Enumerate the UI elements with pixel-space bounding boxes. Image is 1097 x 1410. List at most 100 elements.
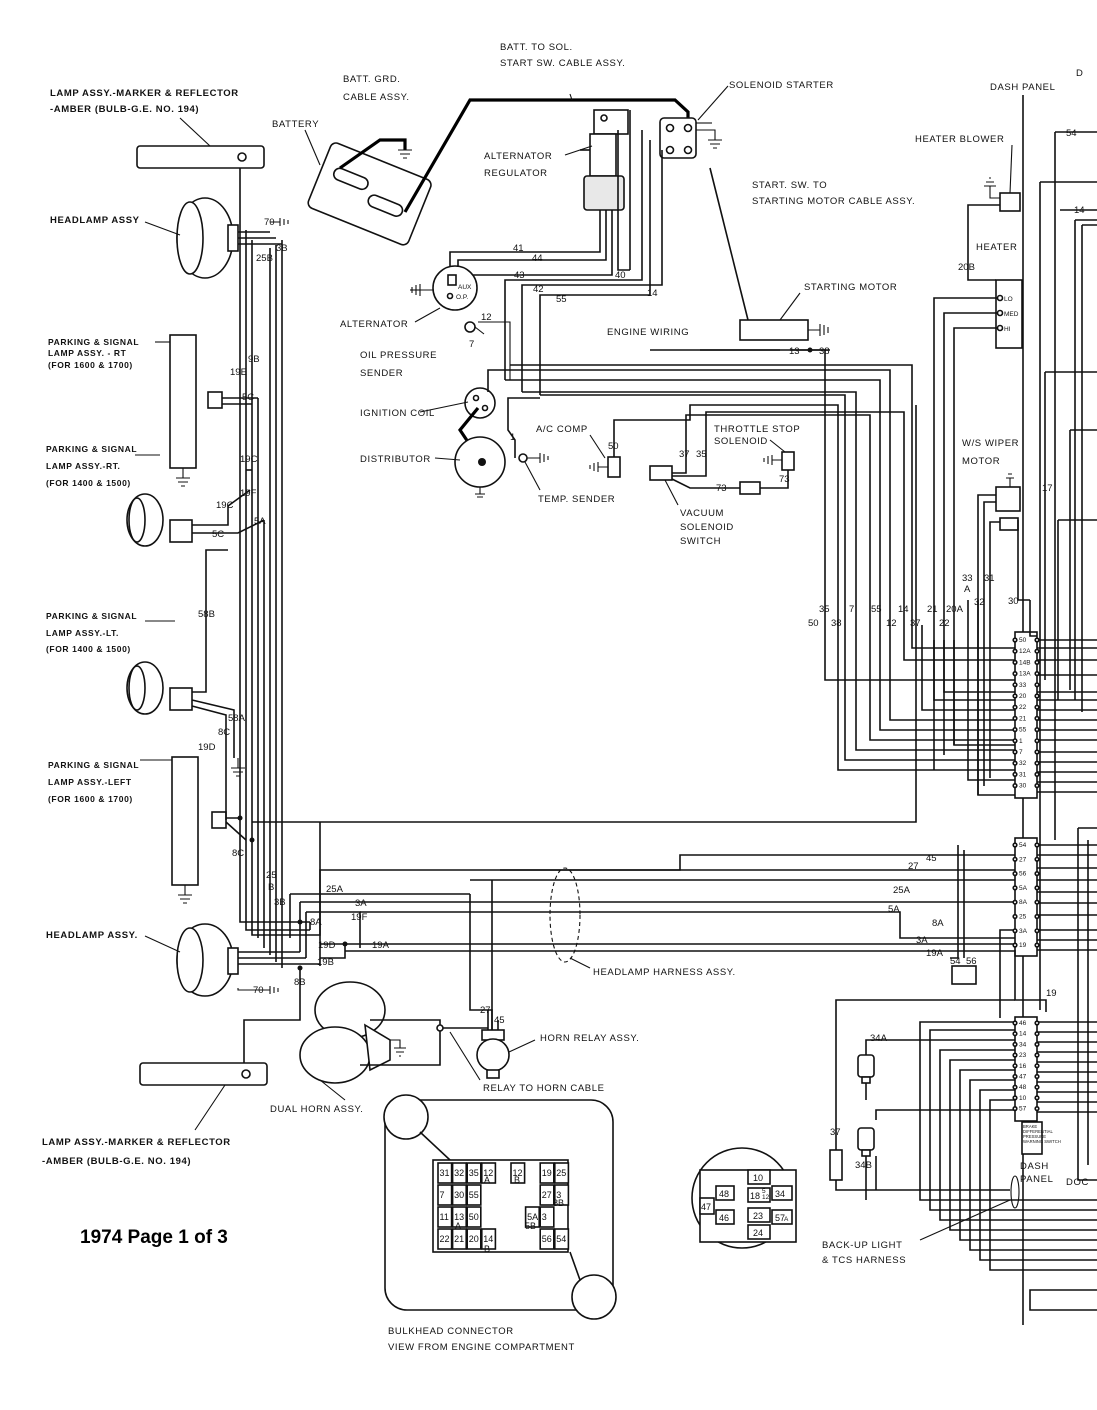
h-8a: 8A (932, 918, 944, 929)
pin-label: 22 (1019, 704, 1027, 711)
wire-31: 31 (984, 573, 995, 584)
label-battery: BATTERY (272, 119, 319, 130)
pin-dot (1012, 913, 1018, 920)
pin-label: 3A (1019, 928, 1028, 935)
dash-connector-b (1014, 837, 1038, 957)
col-14: 14 (898, 604, 909, 615)
wire-3b2: 3B (274, 897, 286, 908)
horn-section (299, 981, 536, 1101)
temp-sender (507, 397, 549, 463)
round-46: 46 (719, 1213, 729, 1223)
solenoid-starter (659, 117, 722, 159)
label-bulkhead-1: BULKHEAD CONNECTOR (388, 1326, 514, 1337)
pin-dot (1012, 693, 1018, 699)
h-19a: 19A (926, 948, 944, 959)
round-24: 24 (753, 1228, 763, 1238)
page-title: 1974 Page 1 of 3 (80, 1227, 228, 1248)
h-19: 19 (1046, 988, 1057, 999)
pin-label: 48 (1019, 1084, 1027, 1091)
col-37: 37 (910, 618, 921, 629)
pin-label: 7 (1019, 749, 1023, 756)
label-ws-wiper-2: MOTOR (962, 456, 1000, 467)
wire-19c2: 19C (216, 500, 234, 511)
pin-dot (1034, 682, 1040, 688)
pin-label: 23 (1019, 1052, 1027, 1059)
pin-dot (1012, 659, 1018, 666)
pin-dot (1034, 1052, 1040, 1058)
wire-41: 41 (513, 243, 524, 254)
label-lamp-marker-top-2: -AMBER (BULB-G.E. NO. 194) (50, 104, 199, 115)
pin-dot (1012, 1063, 1018, 1069)
pin-label: 19 (1019, 942, 1027, 949)
pin-dot (1012, 1084, 1018, 1090)
pin-dot (1012, 1052, 1018, 1058)
h-45b: 45 (494, 1015, 505, 1026)
parking-lamp-rt-1400 (126, 493, 193, 547)
label-parking-left1600-1: PARKING & SIGNAL (48, 760, 139, 770)
label-parking-rt1400-3: (FOR 1400 & 1500) (46, 478, 131, 488)
label-heater: HEATER (976, 242, 1017, 253)
label-parking-rt1400-2: LAMP ASSY.-RT. (46, 461, 121, 471)
wire-19b: 19B (317, 957, 334, 968)
pin-dot (1012, 885, 1018, 891)
wire-55: 55 (556, 294, 567, 305)
bulkhead-cell-label: 14 (483, 1234, 493, 1244)
wire-73a: 73 (716, 483, 727, 494)
pin-dot (1012, 704, 1018, 710)
battery-section (307, 98, 913, 620)
pin-dot (1012, 771, 1018, 778)
pin-label: 12A (1019, 648, 1031, 655)
bulkhead-sub-13a: A (455, 1221, 461, 1231)
pin-label: 57 (1019, 1106, 1027, 1113)
label-vacuum-3: SWITCH (680, 536, 721, 547)
pin-dot (1034, 637, 1040, 643)
alternator (411, 265, 478, 311)
wire-13: 13 (789, 346, 800, 357)
left-harness (126, 145, 470, 1086)
h-27b: 27 (480, 1005, 491, 1016)
bulkhead-cell-label: 50 (469, 1212, 479, 1222)
label-engine-wiring: ENGINE WIRING (607, 327, 689, 338)
pin-label: 14 (1019, 1031, 1027, 1038)
bulkhead-cell (451, 1184, 468, 1206)
wire-70b: 70 (253, 985, 264, 996)
label-batt-grd: BATT. GRD. (343, 74, 401, 85)
pin-label: 55 (1019, 727, 1027, 734)
bulkhead-cell (480, 1228, 497, 1250)
wire-19e: 19E (230, 367, 247, 378)
label-brake-switch-fo: BRAKE DIFFERENTIAL PRESSURE WARNING SWIT… (1023, 1124, 1061, 1144)
label-lamp-marker-bottom-1: LAMP ASSY.-MARKER & REFLECTOR (42, 1137, 231, 1148)
bulkhead-cell (553, 1162, 570, 1184)
pin-label: 56 (1019, 871, 1027, 878)
label-dual-horn: DUAL HORN ASSY. (270, 1104, 363, 1115)
round-57: 57 (775, 1213, 785, 1223)
harness-loop (1010, 1175, 1020, 1209)
pin-dot (1034, 913, 1040, 920)
bulkhead-cell (539, 1228, 555, 1250)
pin-dot (1012, 928, 1018, 934)
label-corner: D (1076, 68, 1083, 79)
label-backup-2: & TCS HARNESS (822, 1255, 906, 1266)
wire-8a: 8A (310, 917, 322, 928)
bulkhead-cell-label: 30 (454, 1190, 464, 1200)
bulkhead-sub-14b: B (484, 1244, 490, 1254)
label-brake-switch: BRAKE DIFFERENTIAL PRESSURE WARNING SWIT… (1023, 1124, 1061, 1144)
bulkhead-cell (539, 1162, 555, 1184)
label-parking-lt1400-3: (FOR 1400 & 1500) (46, 644, 131, 654)
wire-5c: 5C (242, 392, 254, 403)
wire-38: 38 (819, 346, 830, 357)
pin-dot (1012, 749, 1018, 755)
label-headlamp-top: HEADLAMP ASSY (50, 215, 140, 226)
component-labels: BATT. TO SOL. START SW. CABLE ASSY. BATT… (42, 42, 1088, 1353)
label-ignition-coil: IGNITION COIL (360, 408, 435, 419)
round-34: 34 (775, 1189, 785, 1199)
wire-37: 37 (679, 449, 690, 460)
dash-connector-c (1014, 1016, 1038, 1122)
throttle-stop-solenoid (760, 451, 795, 489)
pin-label: 47 (1019, 1074, 1027, 1081)
col-50: 50 (808, 618, 819, 629)
alternator-regulator (583, 109, 629, 211)
bulkhead-sub-12a: A (484, 1175, 490, 1185)
